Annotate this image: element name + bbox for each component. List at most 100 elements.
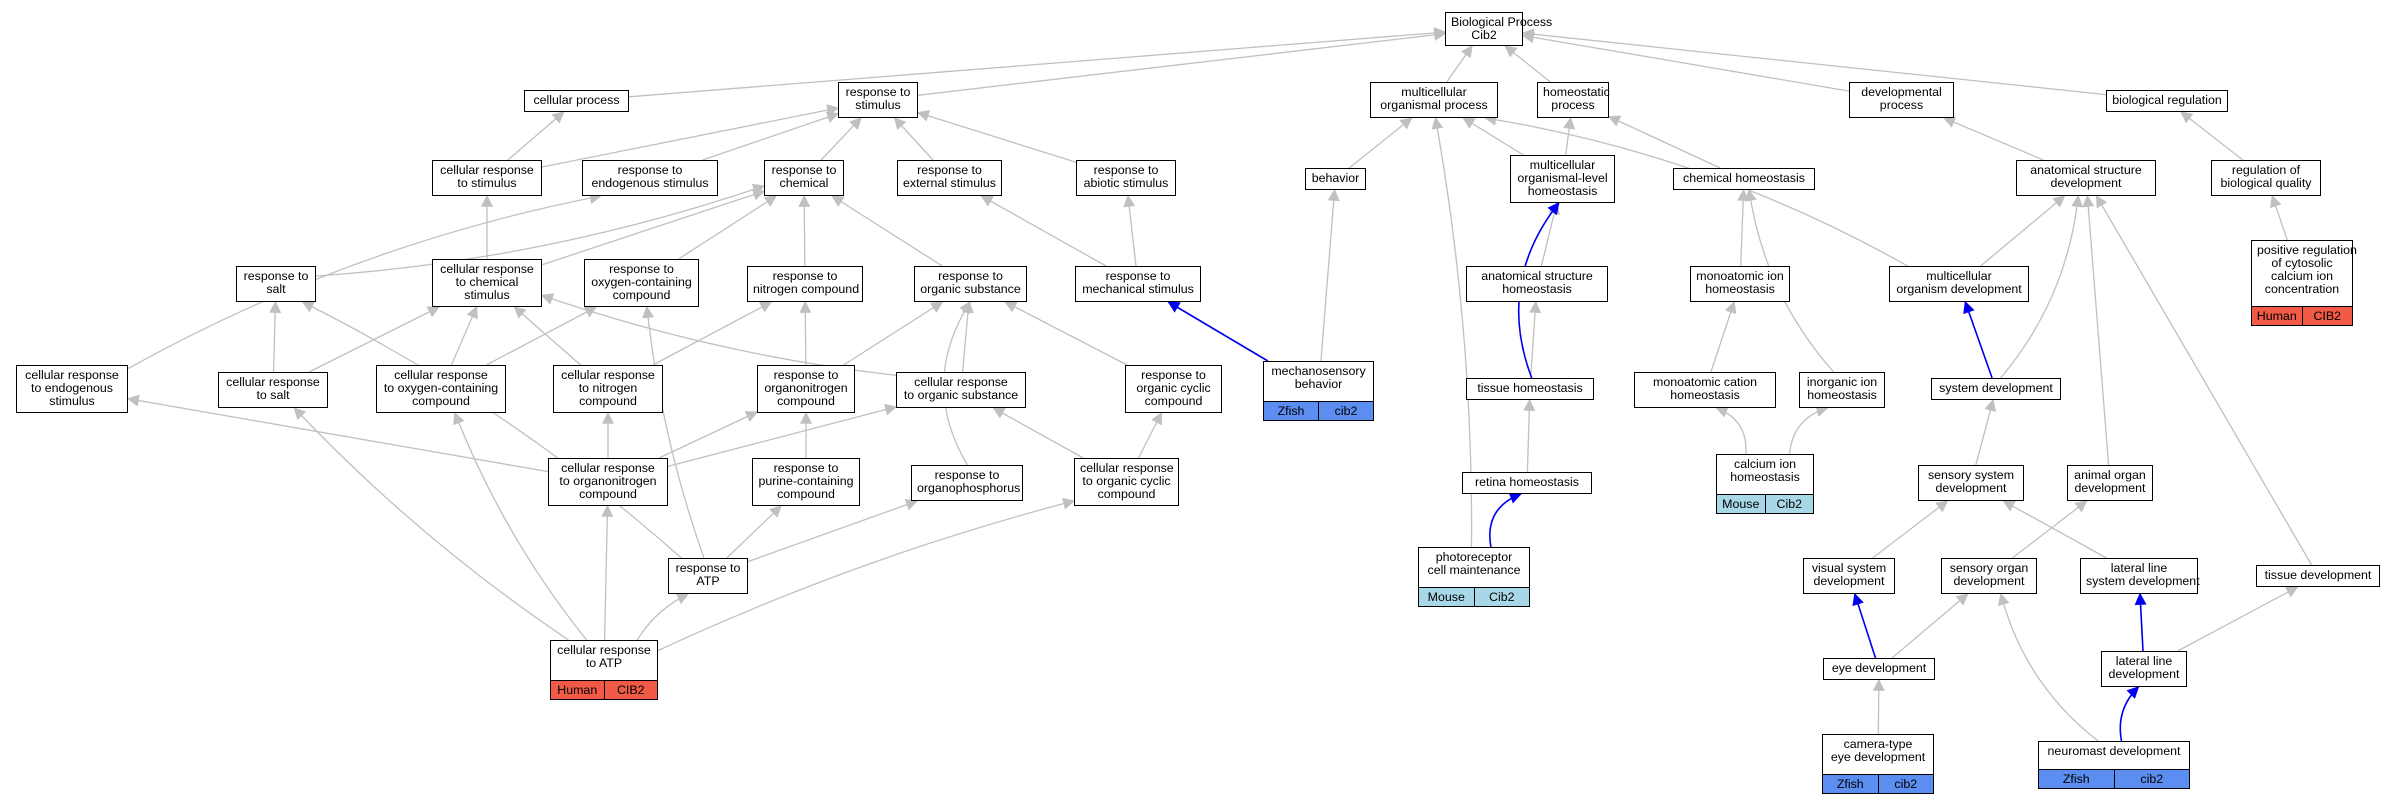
go-node-tissue-development[interactable]: tissue development — [2256, 565, 2380, 587]
species-cell: Human — [551, 681, 604, 699]
is-a-edge — [820, 117, 862, 161]
is-a-edge — [1872, 500, 1949, 559]
is-a-edge — [667, 403, 898, 468]
is-a-edge — [2134, 592, 2147, 652]
go-node-label-line: behavior — [1311, 171, 1360, 185]
is-a-edge — [1521, 28, 2107, 96]
is-a-edge — [293, 407, 569, 641]
go-node-chemical-homeostasis[interactable]: chemical homeostasis — [1673, 168, 1815, 190]
go-node-label-line: homeostasis — [1705, 282, 1775, 296]
go-node-tissue-homeostasis[interactable]: tissue homeostasis — [1466, 378, 1594, 400]
is-a-edge — [678, 195, 778, 260]
is-a-edge — [2180, 111, 2244, 161]
go-node-label-line: response to — [1093, 163, 1159, 177]
go-node-eye-development[interactable]: eye development — [1823, 658, 1935, 680]
go-node-label-line: monoatomic ion — [1696, 269, 1784, 283]
go-node-label-line: to organonitrogen — [559, 474, 657, 488]
go-node-label-line: stimulus — [464, 288, 510, 302]
go-node-behavior[interactable]: behavior — [1305, 168, 1366, 190]
go-node-label-line: compound — [777, 487, 835, 501]
is-a-edge — [658, 411, 759, 459]
species-cell: Mouse — [1419, 588, 1474, 606]
go-node-label-line: homeostasis — [1670, 388, 1740, 402]
go-node-system-development[interactable]: system development — [1931, 378, 2061, 400]
go-node-label-line: response to — [773, 368, 839, 382]
go-node-biological-regulation[interactable]: biological regulation — [2106, 90, 2228, 112]
go-node-label-line: cellular response — [25, 368, 119, 382]
species-cell: Zfish — [1264, 402, 1318, 420]
is-a-edge — [843, 301, 944, 366]
go-node-retina-homeostasis[interactable]: retina homeostasis — [1462, 472, 1592, 494]
is-a-edge — [1446, 45, 1473, 83]
is-a-edge — [2012, 500, 2088, 559]
go-node-cellular-process[interactable]: cellular process — [524, 90, 629, 112]
is-a-edge — [657, 497, 1076, 652]
go-node-label-line: organic substance — [920, 282, 1021, 296]
go-node-label-line: camera-type — [1843, 737, 1913, 751]
is-a-edge — [831, 195, 943, 267]
go-node-label-line: organophosphorus — [917, 481, 1021, 495]
go-node-label-line: response to — [243, 269, 309, 283]
go-node-label-line: response to — [773, 461, 839, 475]
go-node-label-line: lateral line — [2110, 561, 2168, 575]
